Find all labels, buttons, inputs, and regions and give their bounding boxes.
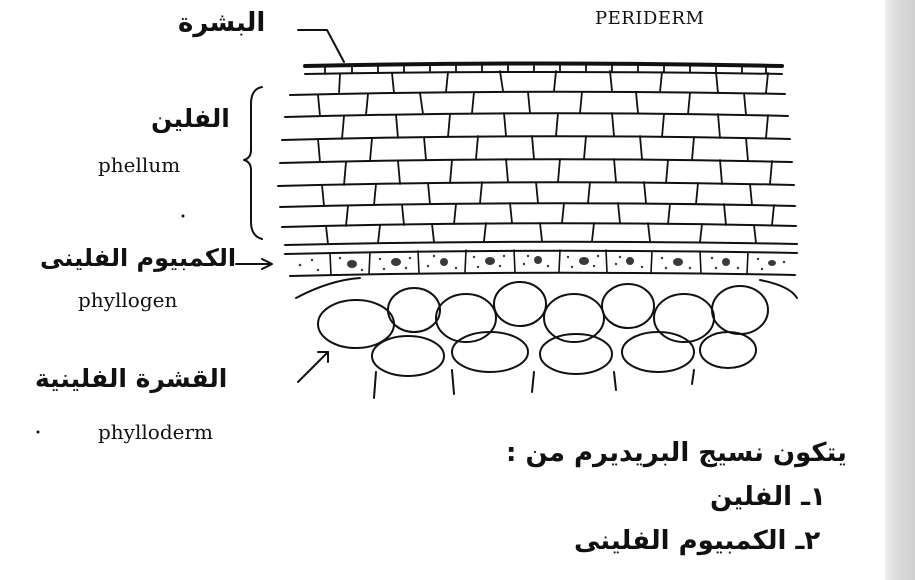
phelloderm-layer bbox=[296, 278, 797, 398]
epidermis-label-ar: البشرة bbox=[178, 10, 265, 36]
epidermis-layer bbox=[305, 63, 782, 74]
phellogen-label-ar: الكمبيوم الفلينى bbox=[40, 246, 236, 270]
composition-heading: يتكون نسيج البريديرم من : bbox=[506, 440, 847, 466]
diagram-title: PERIDERM bbox=[595, 10, 704, 28]
phellogen-label-en: phyllogen bbox=[78, 290, 177, 310]
composition-item-1: ١ـ الفلين bbox=[710, 484, 826, 510]
phellum-label-en: phellum bbox=[98, 155, 180, 175]
phellum-label-ar: الفلين bbox=[151, 106, 230, 131]
phellogen-layer bbox=[285, 250, 797, 276]
phellum-layer bbox=[278, 71, 797, 245]
phelloderm-label-en: phylloderm bbox=[98, 422, 213, 442]
composition-item-2: ٢ـ الكمبيوم الفلينى bbox=[574, 528, 820, 554]
phelloderm-label-ar: القشرة الفلينية bbox=[35, 366, 227, 391]
